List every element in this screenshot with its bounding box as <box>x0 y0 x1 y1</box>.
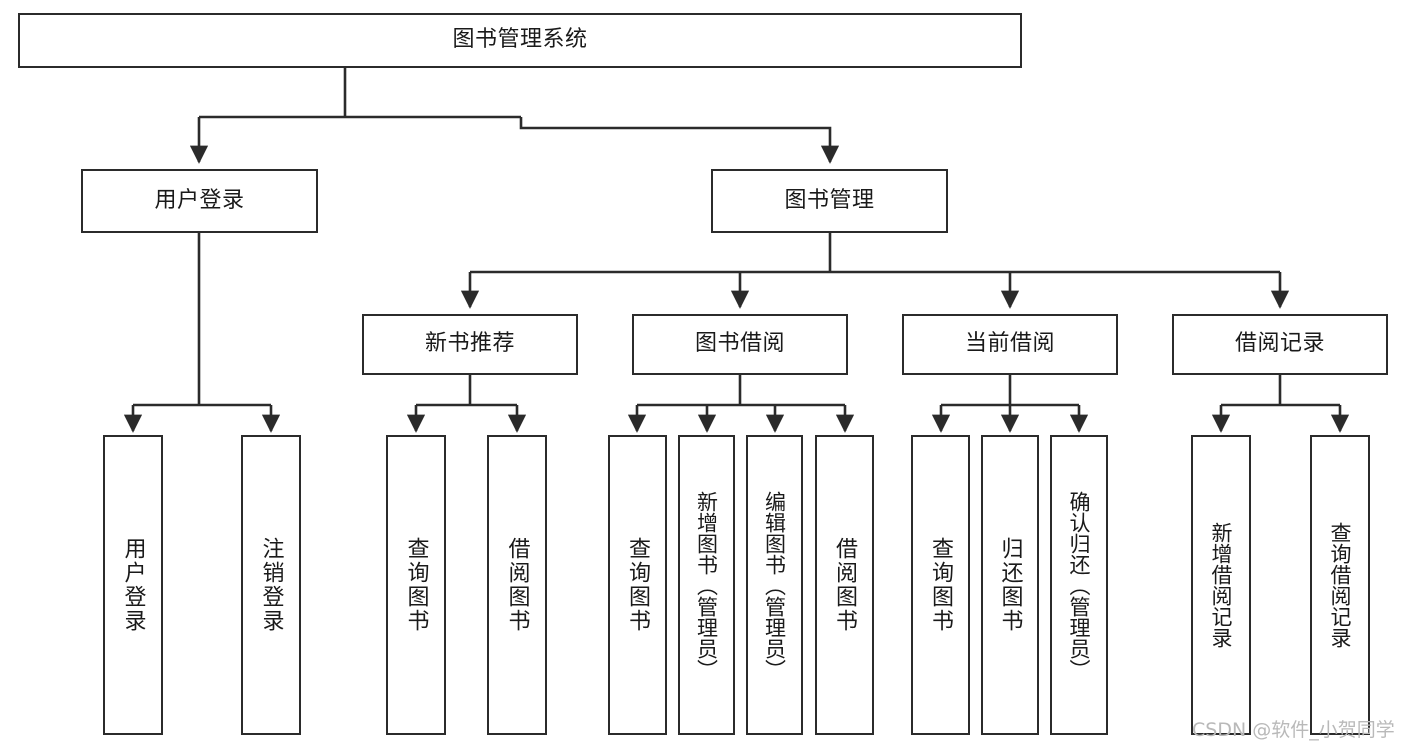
node-label: 借阅图书 <box>832 537 858 633</box>
node-leaf-query-book-recommend[interactable]: 查询图书 <box>386 435 446 735</box>
node-label: 借阅记录 <box>1234 331 1325 357</box>
node-label: 新增借阅记录 <box>1209 522 1234 648</box>
node-leaf-confirm-return-admin[interactable]: 确认归还（管理员） <box>1050 435 1108 735</box>
node-label: 新增图书（管理员） <box>694 490 719 680</box>
node-leaf-borrow-book[interactable]: 借阅图书 <box>815 435 874 735</box>
node-label: 图书借阅 <box>694 331 785 357</box>
node-root-book-management-system[interactable]: 图书管理系统 <box>18 13 1022 68</box>
node-borrowing-record[interactable]: 借阅记录 <box>1172 314 1388 375</box>
node-label: 用户登录 <box>154 187 245 213</box>
node-leaf-borrow-book-recommend[interactable]: 借阅图书 <box>487 435 547 735</box>
node-new-book-recommendation[interactable]: 新书推荐 <box>362 314 578 375</box>
node-book-borrowing[interactable]: 图书借阅 <box>632 314 848 375</box>
node-label: 查询图书 <box>403 537 429 633</box>
node-label: 查询图书 <box>928 537 954 633</box>
node-label: 查询借阅记录 <box>1328 522 1353 648</box>
node-label: 确认归还（管理员） <box>1067 490 1092 680</box>
node-label: 当前借阅 <box>964 331 1055 357</box>
edge-root-to-book-mgmt <box>519 117 840 164</box>
node-label: 新书推荐 <box>424 331 515 357</box>
node-leaf-query-book-borrow[interactable]: 查询图书 <box>608 435 667 735</box>
node-label: 查询图书 <box>625 537 651 633</box>
node-book-management[interactable]: 图书管理 <box>711 169 948 233</box>
node-label: 借阅图书 <box>504 537 530 633</box>
node-leaf-user-login[interactable]: 用户登录 <box>103 435 163 735</box>
node-leaf-return-book[interactable]: 归还图书 <box>981 435 1039 735</box>
node-user-login[interactable]: 用户登录 <box>81 169 318 233</box>
node-label: 注销登录 <box>258 537 284 633</box>
node-label: 图书管理系统 <box>452 27 588 53</box>
node-label: 图书管理 <box>784 187 875 213</box>
node-leaf-query-book-current[interactable]: 查询图书 <box>911 435 970 735</box>
node-current-borrowing[interactable]: 当前借阅 <box>902 314 1118 375</box>
node-leaf-add-book-admin[interactable]: 新增图书（管理员） <box>678 435 735 735</box>
node-leaf-logout-login[interactable]: 注销登录 <box>241 435 301 735</box>
node-label: 编辑图书（管理员） <box>762 490 787 680</box>
node-label: 用户登录 <box>120 537 146 633</box>
node-label: 归还图书 <box>997 537 1023 633</box>
node-leaf-query-borrow-record[interactable]: 查询借阅记录 <box>1310 435 1370 735</box>
node-leaf-edit-book-admin[interactable]: 编辑图书（管理员） <box>746 435 803 735</box>
node-leaf-add-borrow-record[interactable]: 新增借阅记录 <box>1191 435 1251 735</box>
